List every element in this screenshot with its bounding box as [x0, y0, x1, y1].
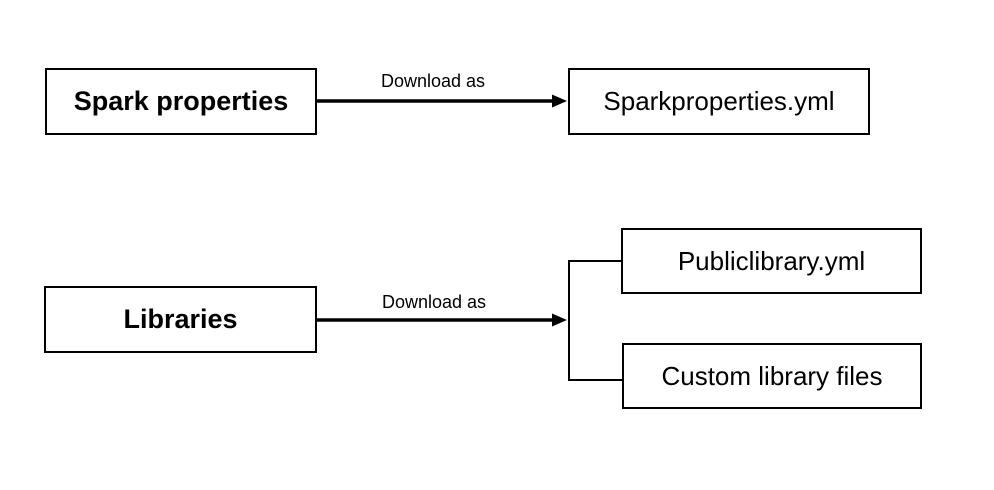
node-custom-library-files: Custom library files: [622, 343, 922, 409]
node-custom-library-files-label: Custom library files: [661, 360, 883, 391]
node-libraries-label: Libraries: [123, 304, 238, 334]
node-sparkproperties-yml: Sparkproperties.yml: [568, 68, 870, 135]
branch-connector: [568, 260, 622, 381]
node-publiclibrary-yml: Publiclibrary.yml: [621, 228, 922, 294]
node-publiclibrary-yml-label: Publiclibrary.yml: [677, 245, 866, 276]
node-spark-properties-label: Spark properties: [73, 86, 289, 116]
arrow-spark-download: [317, 94, 567, 108]
node-spark-properties: Spark properties: [45, 68, 317, 135]
edge-label-spark-download: Download as: [380, 71, 486, 91]
node-libraries: Libraries: [44, 286, 317, 353]
edge-label-libraries-download: Download as: [381, 292, 487, 312]
arrow-libraries-download: [317, 313, 567, 327]
node-sparkproperties-yml-label: Sparkproperties.yml: [603, 86, 835, 116]
